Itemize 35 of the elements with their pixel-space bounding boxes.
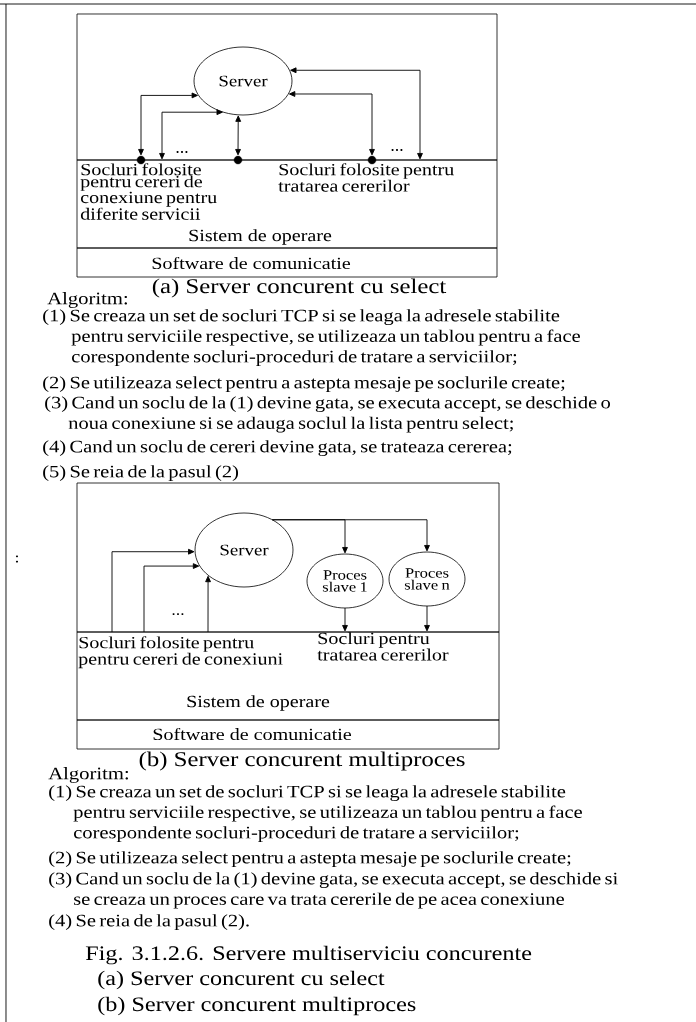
arrow xyxy=(138,92,198,156)
algorithm-step: (4) Cand un soclu de cereri devine gata, se trateaza cererea; xyxy=(43,440,512,457)
caption-line: (b) Server concurent multiproces xyxy=(98,996,416,1016)
algorithm-step: (3) Cand un soclu de la (1) devine gata, se executa accept, se deschide o noua conexiune si se adauga soclul la lista pentru select; xyxy=(45,396,611,433)
arrow xyxy=(143,563,200,633)
arrow xyxy=(205,575,211,633)
arrow xyxy=(342,607,348,632)
arrow xyxy=(111,548,195,633)
algorithm-step: (5) Se reia de la pasul (2) xyxy=(43,465,239,481)
arrow xyxy=(289,91,375,156)
arrow xyxy=(159,109,223,160)
algorithm-step: (3) Cand un soclu de la (1) devine gata, se executa accept, se deschide si se creaza un proces care va trata cererile de pe acea conexiune xyxy=(49,872,618,909)
arrow xyxy=(290,67,423,160)
colon-mark: : xyxy=(15,555,18,563)
arrow xyxy=(271,519,430,552)
ellipsis: ... xyxy=(172,613,184,615)
algorithm-heading: Algoritm: xyxy=(48,767,128,783)
figure-caption: Fig. 3.1.2.6. Servere multiserviciu concurente xyxy=(85,945,532,965)
algorithm-step: (1) Se creaza un set de socluri TCP si se leaga la adresele stabilite pentru serviciile respective, se utilizeaza un tablou pentru a face corespondente socluri-proceduri de tratare a serviciilor; xyxy=(43,309,580,366)
layer-box: Software de comunicatie xyxy=(76,247,498,278)
arrow xyxy=(235,115,242,156)
algorithm-step: (4) Se reia de la pasul (2). xyxy=(49,914,249,930)
ellipsis: ... xyxy=(176,151,188,153)
subfigure-caption: (b) Server concurent multiproces xyxy=(139,751,465,771)
algorithm-step: (2) Se utilizeaza select pentru a astepta mesaje pe soclurile create; xyxy=(49,851,571,867)
subfigure-caption: (a) Server concurent cu select xyxy=(152,278,447,298)
layer-box: Socluri folosite pentru pentru cereri de conexiuni Socluri pentru tratarea cererilor Sistem de operare xyxy=(76,631,500,721)
algorithm-step: (1) Se creaza un set de socluri TCP si se leaga la adresele stabilite pentru serviciile respective, se utilizeaza un tablou pentru a face corespondente socluri-proceduri de tratare a serviciilor; xyxy=(49,785,582,842)
layer-box: Socluri folosite pentru cereri de conexiune pentru diferite servicii Socluri folosite pentru tratarea cererilor Sistem de operare xyxy=(76,159,498,249)
caption-line: (a) Server concurent cu select xyxy=(98,970,385,990)
ellipsis: ... xyxy=(391,149,403,151)
algorithm-heading: Algoritm: xyxy=(47,292,127,308)
arrow xyxy=(424,605,430,632)
layer-box: Software de comunicatie xyxy=(76,719,500,750)
algorithm-step: (2) Se utilizeaza select pentru a astepta mesaje pe soclurile create; xyxy=(43,376,565,392)
